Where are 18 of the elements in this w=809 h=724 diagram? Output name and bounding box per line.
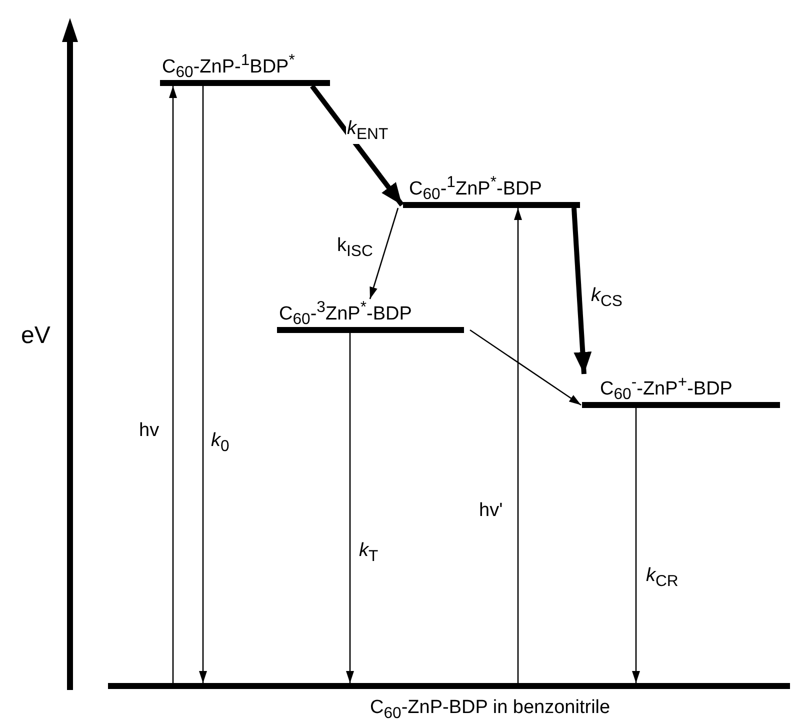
state-label: C$_{60}$-$^{1}$ZnP$^{*}$-BDP	[409, 174, 542, 204]
arrow	[572, 208, 592, 374]
state-label: C$_{60}$-ZnP-$^{1}$BDP$^{*}$	[162, 52, 295, 82]
state-label: C$_{60}$-ZnP-BDP in benzonitrile	[370, 697, 610, 723]
arrow	[310, 84, 404, 206]
energy-level-bar	[403, 174, 580, 208]
arrow	[169, 86, 177, 683]
arrow	[369, 208, 399, 300]
arrow	[346, 333, 354, 683]
rate-label: k$_{ENT}$	[346, 118, 390, 144]
energy-level-bar	[277, 299, 464, 333]
state-label: C$_{60}$-$^{3}$ZnP$^{*}$-BDP	[279, 299, 412, 330]
arrow	[514, 208, 522, 683]
state-label: C$_{60}$$^{-}$-ZnP$^{+}$-BDP	[600, 374, 732, 404]
energy-level-bar	[160, 52, 330, 86]
arrow	[632, 408, 640, 683]
arrow	[470, 329, 582, 406]
arrow	[199, 86, 207, 683]
